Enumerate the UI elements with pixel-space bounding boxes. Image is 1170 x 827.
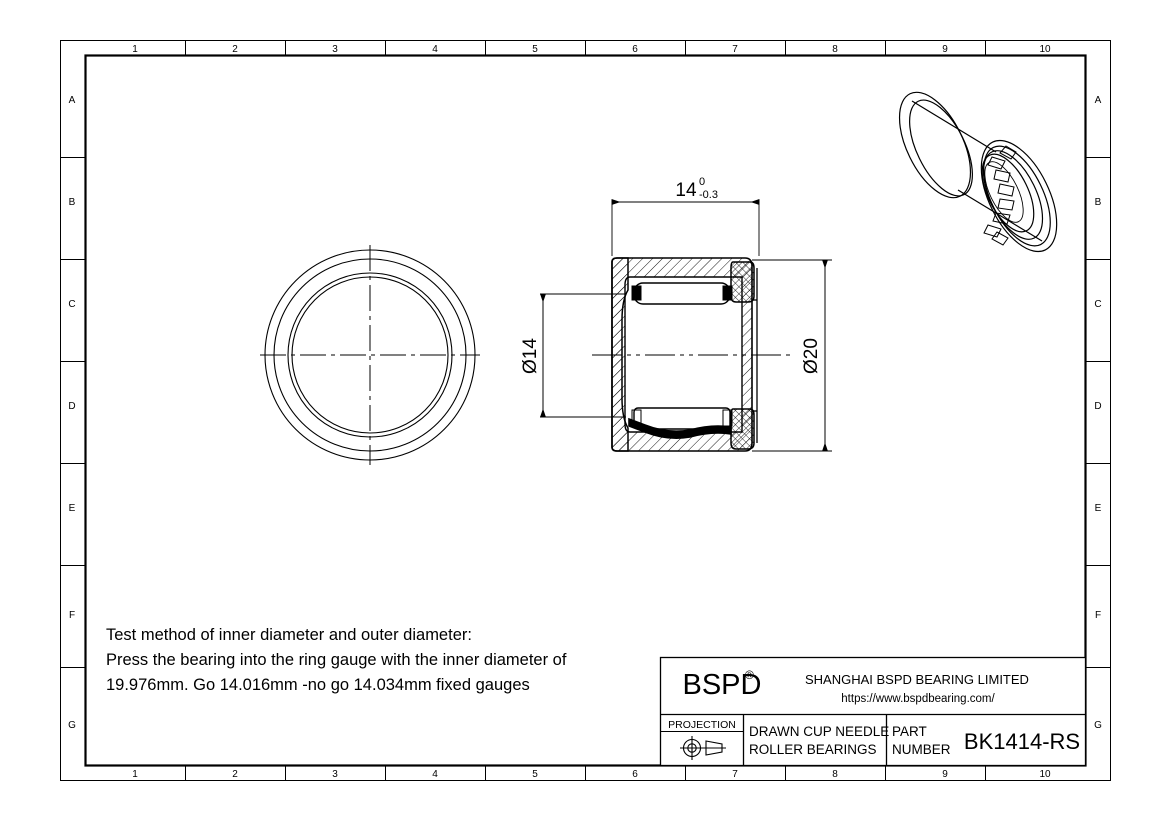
rubber-seal-bottom — [730, 408, 755, 450]
grid-row-left-b: B — [69, 197, 76, 208]
grid-col-bot-3: 3 — [332, 769, 338, 780]
isometric-3d-view — [898, 91, 1058, 253]
part-number-label-line-1: PART — [892, 724, 927, 739]
grid-col-bot-9: 9 — [942, 769, 948, 780]
bore-dimension-value: Ø14 — [520, 338, 541, 374]
test-method-notes: Test method of inner diameter and outer … — [106, 626, 567, 694]
grid-row-right-e: E — [1095, 503, 1102, 514]
grid-col-bot-8: 8 — [832, 769, 838, 780]
dimension-bore: Ø14 — [520, 293, 626, 418]
grid-col-bot-1: 1 — [132, 769, 138, 780]
product-description-line-1: DRAWN CUP NEEDLE — [749, 724, 889, 739]
grid-col-top-5: 5 — [532, 44, 538, 55]
grid-row-left-a: A — [69, 95, 76, 106]
grid-col-top-4: 4 — [432, 44, 438, 55]
company-website: https://www.bspdbearing.com/ — [841, 693, 995, 705]
company-name: SHANGHAI BSPD BEARING LIMITED — [805, 672, 1029, 687]
width-tolerance-lower: -0.3 — [699, 189, 718, 201]
note-line-3: 19.976mm. Go 14.016mm -no go 14.034mm fi… — [106, 676, 530, 694]
grid-col-bot-4: 4 — [432, 769, 438, 780]
grid-col-top-10: 10 — [1039, 44, 1051, 55]
front-view-centerlines — [260, 245, 480, 465]
grid-col-top-7: 7 — [732, 44, 738, 55]
cage-bar-top-left — [631, 285, 642, 301]
grid-col-top-6: 6 — [632, 44, 638, 55]
width-dimension-value: 14 — [675, 180, 697, 201]
grid-column-labels-top: 1 2 3 4 5 6 7 8 9 10 — [132, 44, 1051, 55]
part-number-value: BK1414-RS — [964, 729, 1080, 754]
grid-row-labels-left: A B C D E F G — [68, 95, 76, 731]
needle-roller-bottom — [628, 407, 733, 439]
rubber-seal-top — [730, 261, 755, 303]
dimension-outer: Ø20 — [752, 259, 832, 452]
grid-row-left-g: G — [68, 720, 76, 731]
grid-col-bot-10: 10 — [1039, 769, 1051, 780]
grid-row-right-g: G — [1094, 720, 1102, 731]
grid-col-top-1: 1 — [132, 44, 138, 55]
grid-col-bot-6: 6 — [632, 769, 638, 780]
grid-row-labels-right: A B C D E F G — [1094, 95, 1102, 731]
grid-col-top-9: 9 — [942, 44, 948, 55]
grid-col-bot-5: 5 — [532, 769, 538, 780]
grid-row-right-f: F — [1095, 610, 1101, 621]
grid-row-right-d: D — [1094, 401, 1101, 412]
front-circular-view — [260, 245, 480, 465]
dimension-width: 14 0 -0.3 — [611, 176, 760, 256]
grid-row-left-e: E — [69, 503, 76, 514]
projection-label: PROJECTION — [668, 719, 736, 731]
grid-row-right-c: C — [1094, 299, 1101, 310]
registered-mark-icon: ® — [745, 668, 754, 682]
outer-dimension-value: Ø20 — [801, 338, 822, 374]
product-description-line-2: ROLLER BEARINGS — [749, 742, 877, 757]
grid-row-left-d: D — [68, 401, 75, 412]
title-block: BSPD ® SHANGHAI BSPD BEARING LIMITED htt… — [659, 656, 1087, 767]
note-line-2: Press the bearing into the ring gauge wi… — [106, 651, 567, 669]
grid-row-right-a: A — [1095, 95, 1102, 106]
grid-row-left-c: C — [68, 299, 75, 310]
grid-col-top-2: 2 — [232, 44, 238, 55]
brand-name: BSPD — [683, 669, 762, 701]
part-number-label-line-2: NUMBER — [892, 742, 951, 757]
grid-column-labels-bottom: 1 2 3 4 5 6 7 8 9 10 — [132, 769, 1051, 780]
grid-col-top-3: 3 — [332, 44, 338, 55]
grid-row-right-b: B — [1095, 197, 1102, 208]
grid-col-top-8: 8 — [832, 44, 838, 55]
note-line-1: Test method of inner diameter and outer … — [106, 626, 472, 644]
cross-section-view — [592, 257, 790, 452]
grid-col-bot-7: 7 — [732, 769, 738, 780]
grid-row-left-f: F — [69, 610, 75, 621]
needle-roller-top — [631, 282, 733, 305]
sheet-border — [60, 40, 1111, 781]
first-angle-projection-symbol — [680, 736, 726, 760]
width-tolerance-upper: 0 — [699, 176, 705, 188]
grid-col-bot-2: 2 — [232, 769, 238, 780]
